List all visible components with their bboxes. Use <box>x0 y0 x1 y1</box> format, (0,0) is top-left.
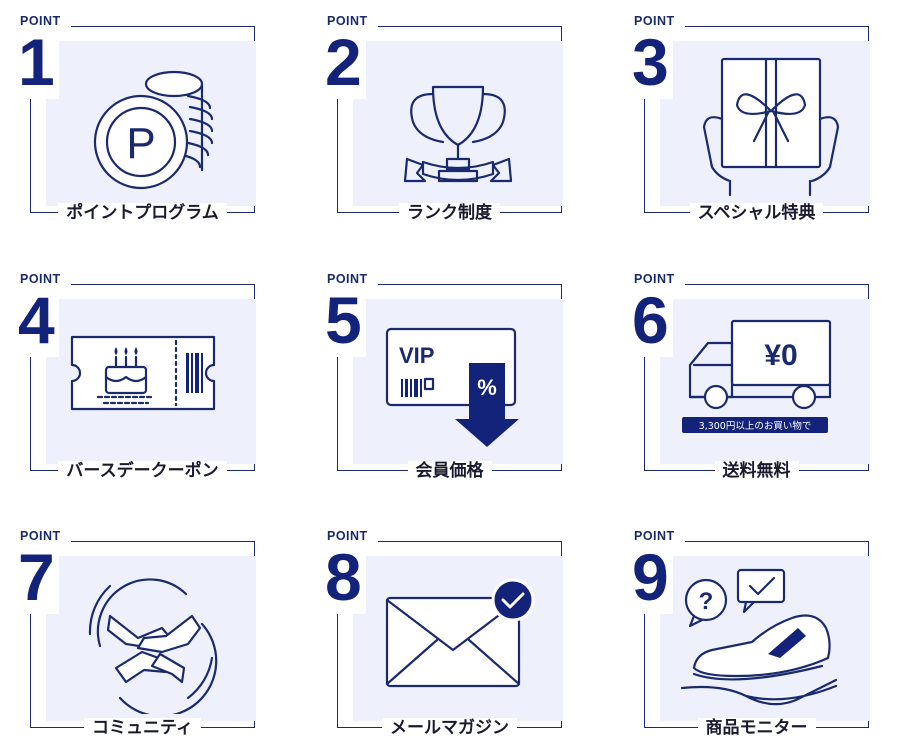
question-mark: ? <box>699 588 714 615</box>
point-card-8: POINT 8 メールマガジン <box>323 528 563 743</box>
point-title: バースデークーポン <box>58 461 227 481</box>
point-card-9: POINT 9 ? 商品モニター <box>630 528 870 743</box>
coins-icon: P <box>93 70 214 190</box>
point-title: 会員価格 <box>407 461 492 481</box>
vip-text: VIP <box>399 343 434 368</box>
point-number: 7 <box>16 542 59 614</box>
point-number: 1 <box>16 27 59 99</box>
point-label: POINT <box>323 13 378 29</box>
point-label: POINT <box>16 13 71 29</box>
point-card-3: POINT 3 スペシャル特典 <box>630 13 870 228</box>
percent-text: % <box>477 375 497 400</box>
point-title: ポイントプログラム <box>58 203 227 223</box>
point-title: スペシャル特典 <box>689 203 824 223</box>
point-label: POINT <box>630 528 685 544</box>
point-title: 送料無料 <box>714 461 799 481</box>
point-title: メールマガジン <box>382 718 517 738</box>
point-label: POINT <box>323 528 378 544</box>
hands-circle-icon <box>88 578 218 714</box>
point-number: 2 <box>323 27 366 99</box>
point-number: 8 <box>323 542 366 614</box>
point-title: 商品モニター <box>697 718 816 738</box>
point-card-4: POINT 4 バースデークーポン <box>16 271 256 486</box>
point-card-5: POINT 5 VIP % 会員価格 <box>323 271 563 486</box>
point-card-6: POINT 6 ¥0 3,300円以上のお買い物で 送料無料 <box>630 271 870 486</box>
point-label: POINT <box>630 271 685 287</box>
envelope-icon <box>385 578 535 688</box>
point-number: 6 <box>630 285 673 357</box>
point-label: POINT <box>16 528 71 544</box>
vip-card-icon: VIP % <box>385 327 519 447</box>
point-label: POINT <box>323 271 378 287</box>
shipping-note: 3,300円以上のお買い物で <box>699 420 812 432</box>
trophy-icon <box>403 85 513 183</box>
point-card-2: POINT 2 ランク制度 <box>323 13 563 228</box>
point-title: コミュニティ <box>84 718 201 738</box>
point-number: 5 <box>323 285 366 357</box>
price-text: ¥0 <box>764 339 797 372</box>
shoe-monitor-icon: ? <box>680 568 838 706</box>
truck-icon: ¥0 3,300円以上のお買い物で <box>682 319 832 433</box>
point-number: 9 <box>630 542 673 614</box>
birthday-ticket-icon <box>70 335 216 411</box>
point-number: 3 <box>630 27 673 99</box>
point-label: POINT <box>630 13 685 29</box>
point-card-1: POINT 1 P ポイントプログラム <box>16 13 256 228</box>
card-panel <box>353 41 563 206</box>
gift-icon <box>702 57 840 197</box>
coin-symbol: P <box>126 119 155 168</box>
point-number: 4 <box>16 285 59 357</box>
point-title: ランク制度 <box>399 203 500 223</box>
point-card-7: POINT 7 コミュニティ <box>16 528 256 743</box>
point-label: POINT <box>16 271 71 287</box>
